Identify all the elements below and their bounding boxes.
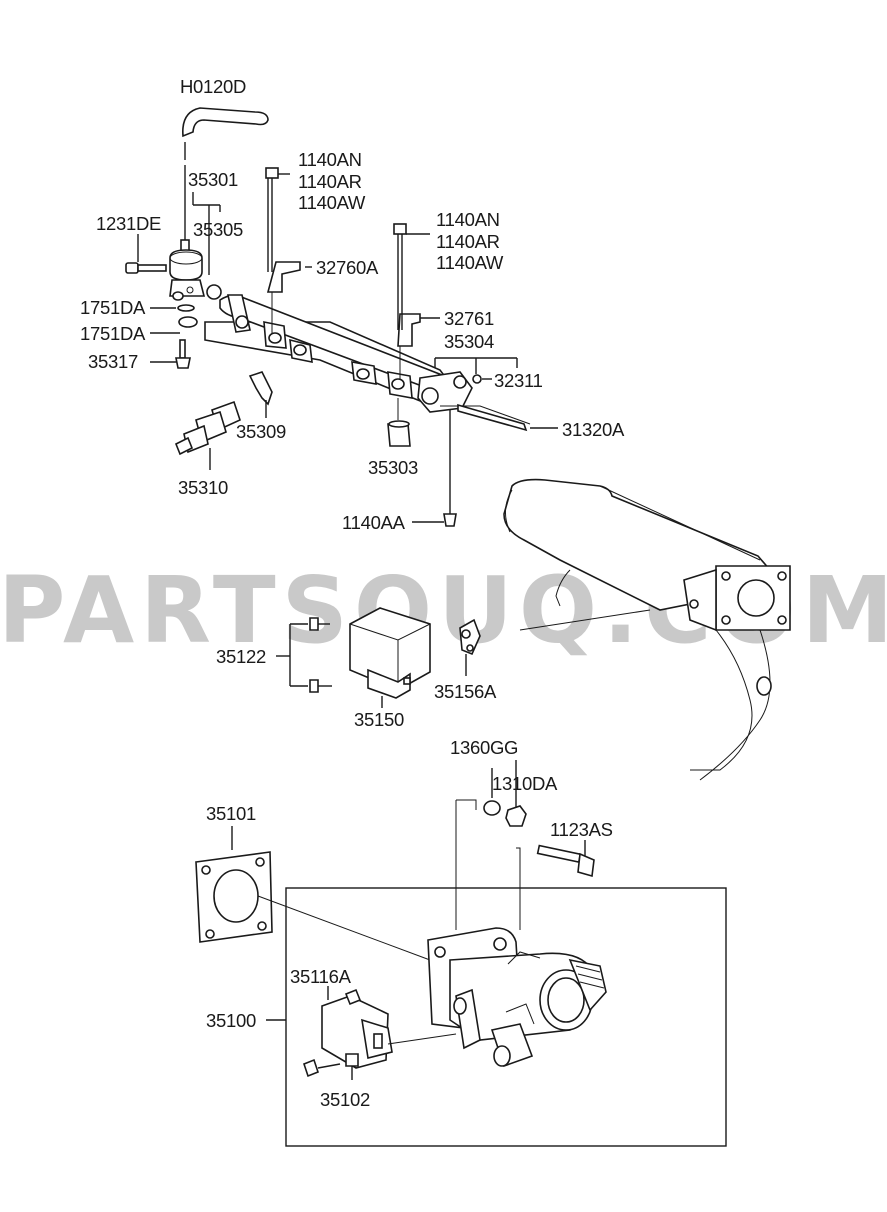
label-32761: 32761	[444, 308, 494, 329]
label-1310da: 1310DA	[492, 773, 558, 794]
label-35304: 35304	[444, 331, 494, 352]
label-35310: 35310	[178, 477, 228, 498]
fuel-pressure-regulator	[169, 165, 222, 301]
throttle-body-group-box	[285, 887, 727, 1147]
label-1140ar-lower: 1140AR	[436, 231, 500, 252]
label-35122: 35122	[216, 646, 266, 667]
label-1751da-upper: 1751DA	[80, 297, 146, 318]
o-ring-lower	[178, 316, 198, 328]
bolts-35122	[276, 617, 332, 693]
label-35156a: 35156A	[434, 681, 497, 702]
o-ring-upper	[177, 304, 195, 312]
screw-35317	[150, 339, 191, 369]
label-32311: 32311	[494, 370, 543, 391]
bolt-1140-upper-left	[265, 167, 290, 272]
label-35102: 35102	[320, 1089, 370, 1110]
clip-35309	[248, 371, 273, 418]
vacuum-hose	[182, 107, 269, 160]
label-35305: 35305	[193, 219, 243, 240]
gasket-35101	[195, 826, 431, 961]
label-1140an-lower: 1140AN	[436, 209, 500, 230]
label-1231de: 1231DE	[96, 213, 161, 234]
relay-35150	[349, 607, 431, 708]
bracket-32761	[397, 313, 440, 347]
label-1140ar-upper: 1140AR	[298, 171, 362, 192]
label-35116a: 35116A	[290, 966, 352, 987]
label-31320a: 31320A	[562, 419, 625, 440]
label-35100: 35100	[206, 1010, 256, 1031]
label-1140aw-lower: 1140AW	[436, 252, 504, 273]
label-1360gg: 1360GG	[450, 737, 518, 758]
label-35101: 35101	[206, 803, 256, 824]
gasket-35156a	[459, 618, 481, 676]
throttle-body	[427, 927, 607, 1068]
bolt-1231de	[125, 234, 167, 274]
label-1123as: 1123AS	[550, 819, 613, 840]
screw-35102	[303, 1053, 359, 1080]
label-35301: 35301	[188, 169, 238, 190]
bolt-1140-upper-right	[393, 223, 430, 330]
label-1751da-lower: 1751DA	[80, 323, 146, 344]
intake-manifold	[503, 478, 791, 781]
label-35309: 35309	[236, 421, 286, 442]
label-35303: 35303	[368, 457, 418, 478]
label-32760a: 32760A	[316, 257, 379, 278]
throttle-position-sensor	[321, 988, 457, 1069]
seal-1360gg	[483, 768, 501, 816]
bolt-1140aa	[412, 410, 457, 527]
bolt-1123as	[536, 840, 595, 878]
label-1140aw-upper: 1140AW	[298, 192, 366, 213]
nut-1310da	[505, 760, 527, 827]
bracket-32760a	[266, 261, 312, 293]
label-1140an-upper: 1140AN	[298, 149, 362, 170]
insulator-35303	[387, 398, 411, 447]
fuel-line	[457, 403, 558, 432]
fuel-injector	[174, 400, 241, 470]
label-h0120d: H0120D	[180, 76, 246, 97]
label-35150: 35150	[354, 709, 404, 730]
label-1140aa: 1140AA	[342, 512, 406, 533]
label-35317: 35317	[88, 351, 138, 372]
